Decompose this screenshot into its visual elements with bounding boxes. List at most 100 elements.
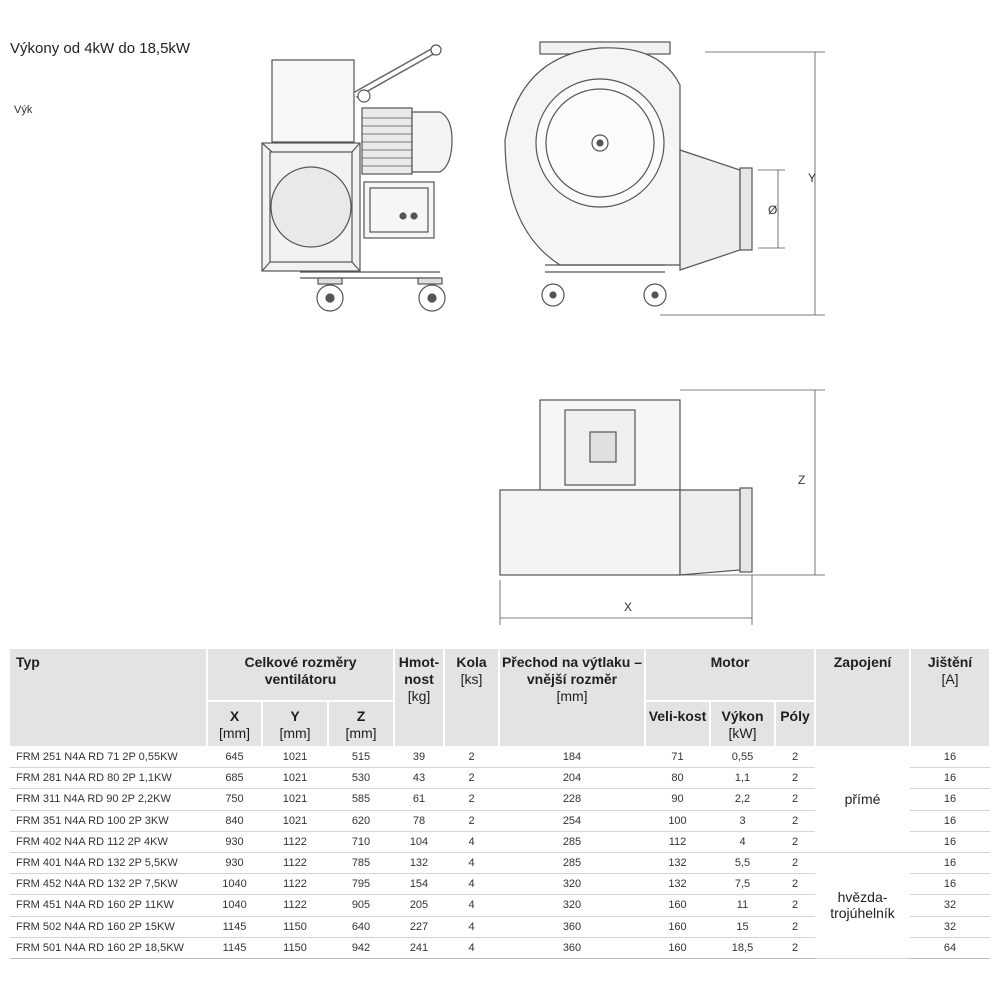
cell-hm: 241 [394,937,444,959]
cell-poly: 2 [775,916,816,938]
cell-z: 515 [328,746,394,769]
cell-poly: 2 [775,873,816,896]
header-vykon: Výkon[kW] [710,700,776,747]
cell-poly: 2 [775,767,816,790]
side-view [504,41,825,316]
cell-vel: 160 [645,916,710,938]
cell-y: 1122 [262,894,328,917]
cell-hm: 43 [394,767,444,790]
cell-y: 1122 [262,852,328,875]
header-kola: Kola[ks] [444,649,500,747]
header-velikost: Veli-kost [645,700,711,747]
cell-kola: 4 [444,831,499,853]
cell-x: 930 [207,852,262,875]
dim-x-label: X [624,600,632,614]
connection-star-delta: hvězda-trojúhelník [815,852,911,959]
cell-jist: 16 [910,788,991,811]
cell-poly: 2 [775,831,816,853]
cell-prechod: 285 [499,831,645,853]
cell-y: 1021 [262,746,328,769]
spec-table: Typ Celkové rozměry ventilátoru Hmot-nos… [10,649,992,959]
header-x: X[mm] [207,700,263,747]
cell-vykon: 2,2 [710,788,775,811]
cell-typ: FRM 311 N4A RD 90 2P 2,2KW [10,788,207,811]
cell-vel: 160 [645,937,710,959]
cell-vykon: 0,55 [710,746,775,769]
cell-kola: 2 [444,746,499,769]
cell-hm: 104 [394,831,444,853]
cell-jist: 16 [910,831,991,853]
cell-kola: 4 [444,916,499,938]
cell-prechod: 204 [499,767,645,790]
cell-z: 785 [328,852,394,875]
dim-z-label: Z [798,473,805,487]
cell-vykon: 5,5 [710,852,775,875]
cell-vykon: 1,1 [710,767,775,790]
cell-poly: 2 [775,746,816,769]
cell-vel: 90 [645,788,710,811]
cell-z: 795 [328,873,394,896]
cell-typ: FRM 281 N4A RD 80 2P 1,1KW [10,767,207,790]
cell-kola: 4 [444,852,499,875]
cell-z: 585 [328,788,394,811]
cell-y: 1021 [262,788,328,811]
cell-jist: 16 [910,810,991,832]
cell-poly: 2 [775,852,816,875]
cell-kola: 4 [444,894,499,917]
cell-kola: 2 [444,810,499,832]
cell-vel: 112 [645,831,710,853]
cell-vykon: 18,5 [710,937,775,959]
cell-typ: FRM 351 N4A RD 100 2P 3KW [10,810,207,832]
cell-hm: 132 [394,852,444,875]
cell-typ: FRM 251 N4A RD 71 2P 0,55KW [10,746,207,769]
cell-jist: 32 [910,916,991,938]
cell-jist: 16 [910,852,991,875]
header-y: Y[mm] [262,700,329,747]
cell-vykon: 11 [710,894,775,917]
cell-x: 1145 [207,937,262,959]
cell-prechod: 360 [499,916,645,938]
header-hmotnost: Hmot-nost[kg] [394,649,445,747]
header-z: Z[mm] [328,700,395,747]
cell-vykon: 3 [710,810,775,832]
cell-z: 640 [328,916,394,938]
cell-y: 1021 [262,810,328,832]
cell-z: 942 [328,937,394,959]
cell-kola: 2 [444,788,499,811]
dim-y-label: Y [808,171,816,185]
cell-typ: FRM 502 N4A RD 160 2P 15KW [10,916,207,938]
cell-typ: FRM 501 N4A RD 160 2P 18,5KW [10,937,207,959]
page-heading: Výkony od 4kW do 18,5kW [10,40,191,57]
cell-vykon: 15 [710,916,775,938]
front-view [261,44,453,312]
cell-vel: 71 [645,746,710,769]
header-rozmery: Celkové rozměry ventilátoru [207,649,395,702]
cell-hm: 227 [394,916,444,938]
dim-diameter-label: Ø [768,203,777,217]
cell-y: 1021 [262,767,328,790]
cell-hm: 154 [394,873,444,896]
cell-y: 1122 [262,831,328,853]
cell-prechod: 254 [499,810,645,832]
cell-typ: FRM 402 N4A RD 112 2P 4KW [10,831,207,853]
cell-x: 1040 [207,873,262,896]
cell-jist: 16 [910,873,991,896]
cell-poly: 2 [775,810,816,832]
header-typ: Typ [10,649,208,747]
cell-poly: 2 [775,894,816,917]
cell-kola: 4 [444,937,499,959]
cell-poly: 2 [775,937,816,959]
cell-typ: FRM 451 N4A RD 160 2P 11KW [10,894,207,917]
cell-typ: FRM 401 N4A RD 132 2P 5,5KW [10,852,207,875]
cell-hm: 78 [394,810,444,832]
cell-x: 840 [207,810,262,832]
cell-jist: 64 [910,937,991,959]
cell-y: 1150 [262,916,328,938]
